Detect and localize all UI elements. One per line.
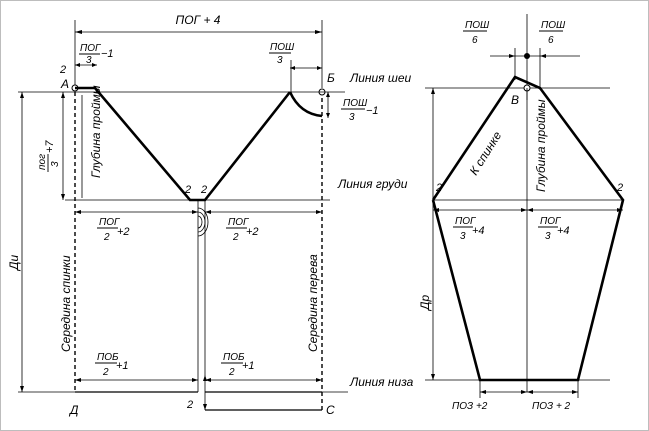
- front-neck-curve: [288, 91, 323, 118]
- label-point-d: Д: [68, 403, 79, 417]
- label-num2-hem: 2: [186, 399, 193, 411]
- dart-arc-2: [197, 211, 206, 233]
- label-pog3-7-num: пог: [37, 154, 48, 170]
- label-posh-side-num: ПОШ: [343, 98, 368, 109]
- label-back-center: Середина спинки: [59, 255, 73, 352]
- dart-arc-3: [197, 215, 203, 229]
- label-point-b: Б: [327, 71, 335, 85]
- label-dr: Др: [418, 295, 432, 312]
- label-pog-s-l-plus: +4: [472, 225, 485, 237]
- label-num2-chest-l: 2: [184, 184, 191, 196]
- label-posh6-l-num: ПОШ: [465, 20, 490, 31]
- label-pob-l-plus: +1: [116, 360, 129, 372]
- label-pog3-num: ПОГ: [80, 43, 102, 54]
- label-pog3-7: пог 3 +7: [37, 140, 61, 172]
- sleeve-outline: [431, 75, 625, 382]
- sleeve-pattern: ПОШ 6 ПОШ 6 В 2 2 ПОГ 3 +4 ПОГ 3 +4: [418, 14, 625, 412]
- label-pog2-r-num: ПОГ: [228, 217, 250, 228]
- label-posh3-num: ПОШ: [270, 42, 295, 53]
- bodice-pattern: ПОГ + 4 ПОГ 3 −1 ПОШ 3 ПОШ 3 −1 2 А Б: [7, 13, 414, 417]
- label-pog-s-r-plus: +4: [557, 225, 570, 237]
- label-poz-l: ПОЗ +2: [452, 401, 488, 412]
- label-posh3-den: 3: [277, 55, 283, 66]
- label-line-bottom: Линия низа: [349, 375, 414, 389]
- label-posh6-l-den: 6: [472, 35, 478, 46]
- dim-pog3-arrows: [75, 63, 97, 67]
- label-pog-plus4: ПОГ + 4: [176, 13, 221, 27]
- label-to-back: К спинке: [467, 129, 505, 178]
- label-pog3-minus: −1: [101, 48, 114, 60]
- label-posh-side-minus: −1: [366, 105, 379, 117]
- label-point-c: С: [326, 403, 335, 417]
- label-posh-side-den: 3: [349, 112, 355, 123]
- label-num2-chest-r: 2: [200, 184, 207, 196]
- label-pog2-l-den: 2: [103, 232, 110, 243]
- label-point-v: В: [511, 93, 519, 107]
- label-pob-l-num: ПОБ: [97, 352, 119, 363]
- label-pob-r-num: ПОБ: [223, 352, 245, 363]
- dim-poz-arrows: [480, 390, 578, 394]
- label-depth-armhole-2: Глубина проймы: [534, 99, 548, 192]
- label-num2-sleeve-r: 2: [616, 182, 623, 194]
- label-point-a: А: [60, 77, 69, 91]
- label-pog3-7-plus: +7: [44, 140, 56, 153]
- label-pog2-l-num: ПОГ: [99, 217, 121, 228]
- label-num2-a: 2: [59, 64, 66, 76]
- label-pog3-7-den: 3: [50, 161, 61, 167]
- label-line-neck: Линия шеи: [349, 71, 412, 85]
- label-pog-s-r-num: ПОГ: [540, 216, 562, 227]
- label-front-center: Середина перева: [306, 254, 320, 352]
- label-posh6-r-den: 6: [548, 35, 554, 46]
- bodice-armhole-outline: [75, 86, 292, 202]
- label-pob-r-den: 2: [228, 367, 235, 378]
- label-pob-l-den: 2: [102, 367, 109, 378]
- label-di: Ди: [7, 255, 21, 272]
- label-depth-armhole: Глубина проймы: [89, 85, 103, 178]
- label-pog2-r-den: 2: [232, 232, 239, 243]
- label-pog3-den: 3: [86, 55, 92, 66]
- label-pog-s-l-den: 3: [460, 231, 466, 242]
- label-pog2-r-plus: +2: [246, 226, 259, 238]
- label-poz-r: ПОЗ + 2: [532, 401, 571, 412]
- label-num2-sleeve-l: 2: [435, 182, 442, 194]
- label-pog2-l-plus: +2: [117, 226, 130, 238]
- sleeve-top-point: [524, 53, 530, 59]
- dart-arc-1: [197, 207, 209, 237]
- label-posh6-r-num: ПОШ: [541, 20, 566, 31]
- label-pog-s-r-den: 3: [545, 231, 551, 242]
- label-line-chest: Линия груди: [337, 177, 408, 191]
- label-pog-s-l-num: ПОГ: [455, 216, 477, 227]
- label-pob-r-plus: +1: [242, 360, 255, 372]
